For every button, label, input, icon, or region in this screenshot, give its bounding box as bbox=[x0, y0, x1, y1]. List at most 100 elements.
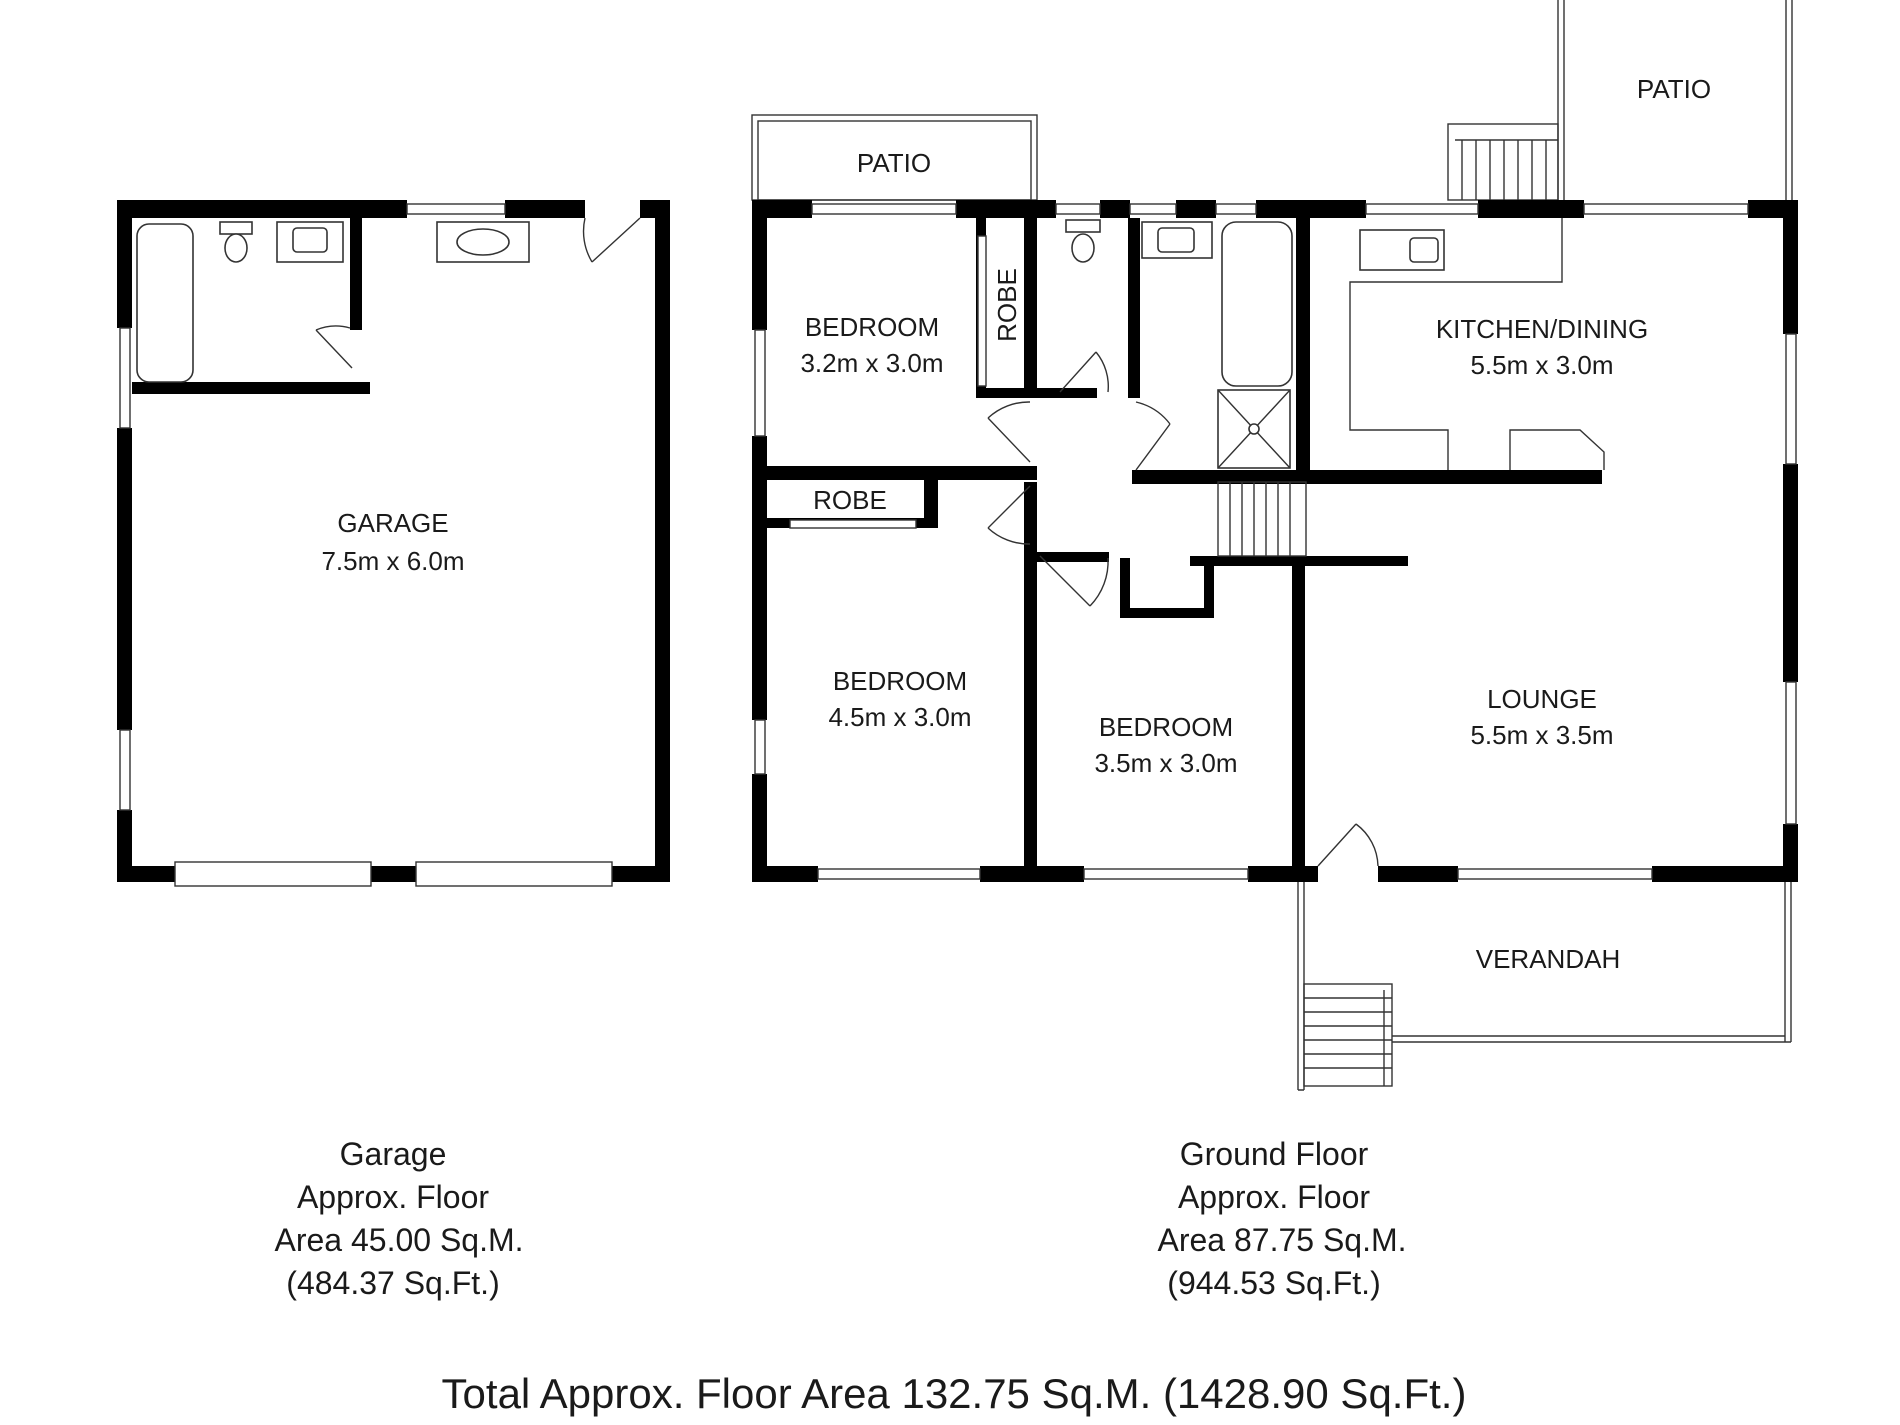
garage-wall-left-bottom bbox=[117, 810, 132, 882]
gf-wall-linen-2 bbox=[1204, 558, 1214, 618]
garage-room-size: 7.5m x 6.0m bbox=[321, 546, 464, 576]
gf-wall-robe2-right bbox=[924, 478, 938, 528]
gf-wall-bottom-3 bbox=[1248, 866, 1318, 882]
garage-wall-left-mid bbox=[117, 428, 132, 730]
gf-wall-bath-bottom bbox=[1132, 470, 1602, 484]
front-steps-treads bbox=[1304, 990, 1392, 1086]
gf-window-bottom-2 bbox=[1083, 868, 1249, 880]
garage-wall-right bbox=[655, 200, 670, 882]
gf-wall-top-2 bbox=[956, 200, 1056, 218]
wc-door-swing bbox=[1059, 351, 1109, 393]
gf-caption-line-4: (944.53 Sq.Ft.) bbox=[1167, 1265, 1380, 1301]
gf-window-right-2 bbox=[1785, 681, 1797, 825]
garage-wall-bottom-mid bbox=[371, 866, 416, 882]
garage-bath-wall-side bbox=[350, 218, 362, 330]
gf-window-bottom-1 bbox=[817, 868, 981, 880]
gf-wall-bottom-4 bbox=[1378, 866, 1458, 882]
gf-wall-robe1-bottom bbox=[976, 388, 1036, 398]
gf-caption-line-2: Approx. Floor bbox=[1178, 1179, 1370, 1215]
garage-wall-left-top bbox=[117, 200, 132, 328]
gf-wall-left-1 bbox=[752, 200, 767, 330]
internal-stairs bbox=[1217, 481, 1307, 557]
garage-wall-top-mid bbox=[505, 200, 585, 218]
gf-window-right-1 bbox=[1785, 333, 1797, 465]
gf-bathtub bbox=[1221, 221, 1293, 387]
gf-wall-bottom-1 bbox=[752, 866, 818, 882]
gf-wall-linen-bottom bbox=[1120, 608, 1212, 618]
gf-window-bath-top-1 bbox=[1129, 203, 1177, 215]
gf-wall-wc-right bbox=[1128, 218, 1140, 398]
garage-wall-bottom-left bbox=[117, 866, 175, 882]
gf-window-bottom-3 bbox=[1457, 868, 1653, 880]
garage-caption-line-2: Approx. Floor bbox=[297, 1179, 489, 1215]
bedroom1-name: BEDROOM bbox=[805, 312, 939, 342]
gf-wall-bed1-right bbox=[1024, 218, 1037, 398]
gf-window-bed1-top bbox=[811, 203, 957, 215]
garage-window-left-1 bbox=[119, 327, 131, 429]
gf-toilet-cistern bbox=[1065, 219, 1101, 233]
verandah-label: VERANDAH bbox=[1476, 944, 1620, 974]
garage-toilet-bowl bbox=[224, 233, 248, 263]
lounge-size: 5.5m x 3.5m bbox=[1470, 720, 1613, 750]
front-door-swing bbox=[1317, 823, 1379, 867]
bedroom2-name: BEDROOM bbox=[833, 666, 967, 696]
kitchen-name: KITCHEN/DINING bbox=[1436, 314, 1648, 344]
rear-steps bbox=[1447, 123, 1559, 201]
gf-wall-bottom-5 bbox=[1652, 866, 1798, 882]
garage-caption-line-3: Area 45.00 Sq.M. bbox=[274, 1222, 523, 1258]
garage-bath-door-swing bbox=[315, 325, 353, 369]
gf-wall-top-4 bbox=[1176, 200, 1216, 218]
bedroom2-size: 4.5m x 3.0m bbox=[828, 702, 971, 732]
lounge-name: LOUNGE bbox=[1487, 684, 1597, 714]
kitchen-size: 5.5m x 3.0m bbox=[1470, 350, 1613, 380]
gf-bath-basin bbox=[1157, 227, 1195, 253]
gf-caption-line-1: Ground Floor bbox=[1180, 1136, 1369, 1172]
bed2-door-swing bbox=[987, 485, 1031, 545]
garage-laundry-basin bbox=[456, 228, 510, 256]
gf-wall-top-3 bbox=[1100, 200, 1130, 218]
garage-window-left-2 bbox=[119, 729, 131, 811]
gf-window-kitchen-top-1 bbox=[1365, 203, 1479, 215]
gf-wall-top-5 bbox=[1256, 200, 1366, 218]
gf-toilet-bowl bbox=[1071, 233, 1095, 263]
gf-wall-linen bbox=[1120, 558, 1130, 618]
patio-left-label: PATIO bbox=[857, 148, 931, 178]
garage-bath-basin bbox=[292, 227, 328, 253]
rear-steps-treads bbox=[1455, 139, 1558, 200]
bed1-door-swing bbox=[987, 401, 1031, 463]
gf-wall-top-6 bbox=[1478, 200, 1584, 218]
gf-window-left-2 bbox=[754, 719, 766, 775]
patio-right-outline bbox=[1557, 0, 1793, 210]
garage-caption-line-4: (484.37 Sq.Ft.) bbox=[286, 1265, 499, 1301]
front-steps bbox=[1303, 983, 1393, 1087]
gf-wall-bed3-right bbox=[1292, 560, 1305, 866]
gf-shower-drain bbox=[1248, 423, 1260, 435]
garage-door-panel-2 bbox=[415, 861, 613, 887]
gf-window-bath-top-2 bbox=[1215, 203, 1257, 215]
robe-horizontal-label: ROBE bbox=[813, 485, 887, 515]
garage-caption-line-1: Garage bbox=[340, 1136, 447, 1172]
gf-wall-bath-right bbox=[1296, 218, 1310, 482]
gf-wall-right-1 bbox=[1783, 200, 1798, 334]
total-floor-area: Total Approx. Floor Area 132.75 Sq.M. (1… bbox=[442, 1370, 1467, 1417]
patio-right-label: PATIO bbox=[1637, 74, 1711, 104]
garage-wall-top-left bbox=[117, 200, 407, 218]
robe-vertical-label: ROBE bbox=[992, 268, 1022, 342]
gf-caption-line-3: Area 87.75 Sq.M. bbox=[1157, 1222, 1406, 1258]
gf-wall-bottom-2 bbox=[980, 866, 1084, 882]
bath-door-swing bbox=[1135, 401, 1171, 471]
bedroom3-name: BEDROOM bbox=[1099, 712, 1233, 742]
gf-wall-right-2 bbox=[1783, 464, 1798, 682]
garage-plan: GARAGE 7.5m x 6.0m Garage Approx. Floor … bbox=[117, 200, 670, 1301]
gf-wall-wc-bottom bbox=[1037, 388, 1097, 398]
gf-wall-left-2 bbox=[752, 436, 767, 720]
garage-wall-bottom-right bbox=[612, 866, 670, 882]
gf-wall-hall-bottom bbox=[1037, 552, 1109, 562]
robe1-sliding-door bbox=[977, 235, 987, 387]
gf-window-kitchen-top-2 bbox=[1583, 203, 1749, 215]
ground-floor-plan: PATIO PATIO BEDROOM 3.2m x 3.0m ROBE ROB… bbox=[751, 0, 1798, 1301]
garage-bathtub bbox=[136, 223, 194, 383]
gf-window-left-1 bbox=[754, 329, 766, 437]
garage-toilet-cistern bbox=[219, 221, 253, 235]
gf-window-wc-top bbox=[1055, 203, 1101, 215]
